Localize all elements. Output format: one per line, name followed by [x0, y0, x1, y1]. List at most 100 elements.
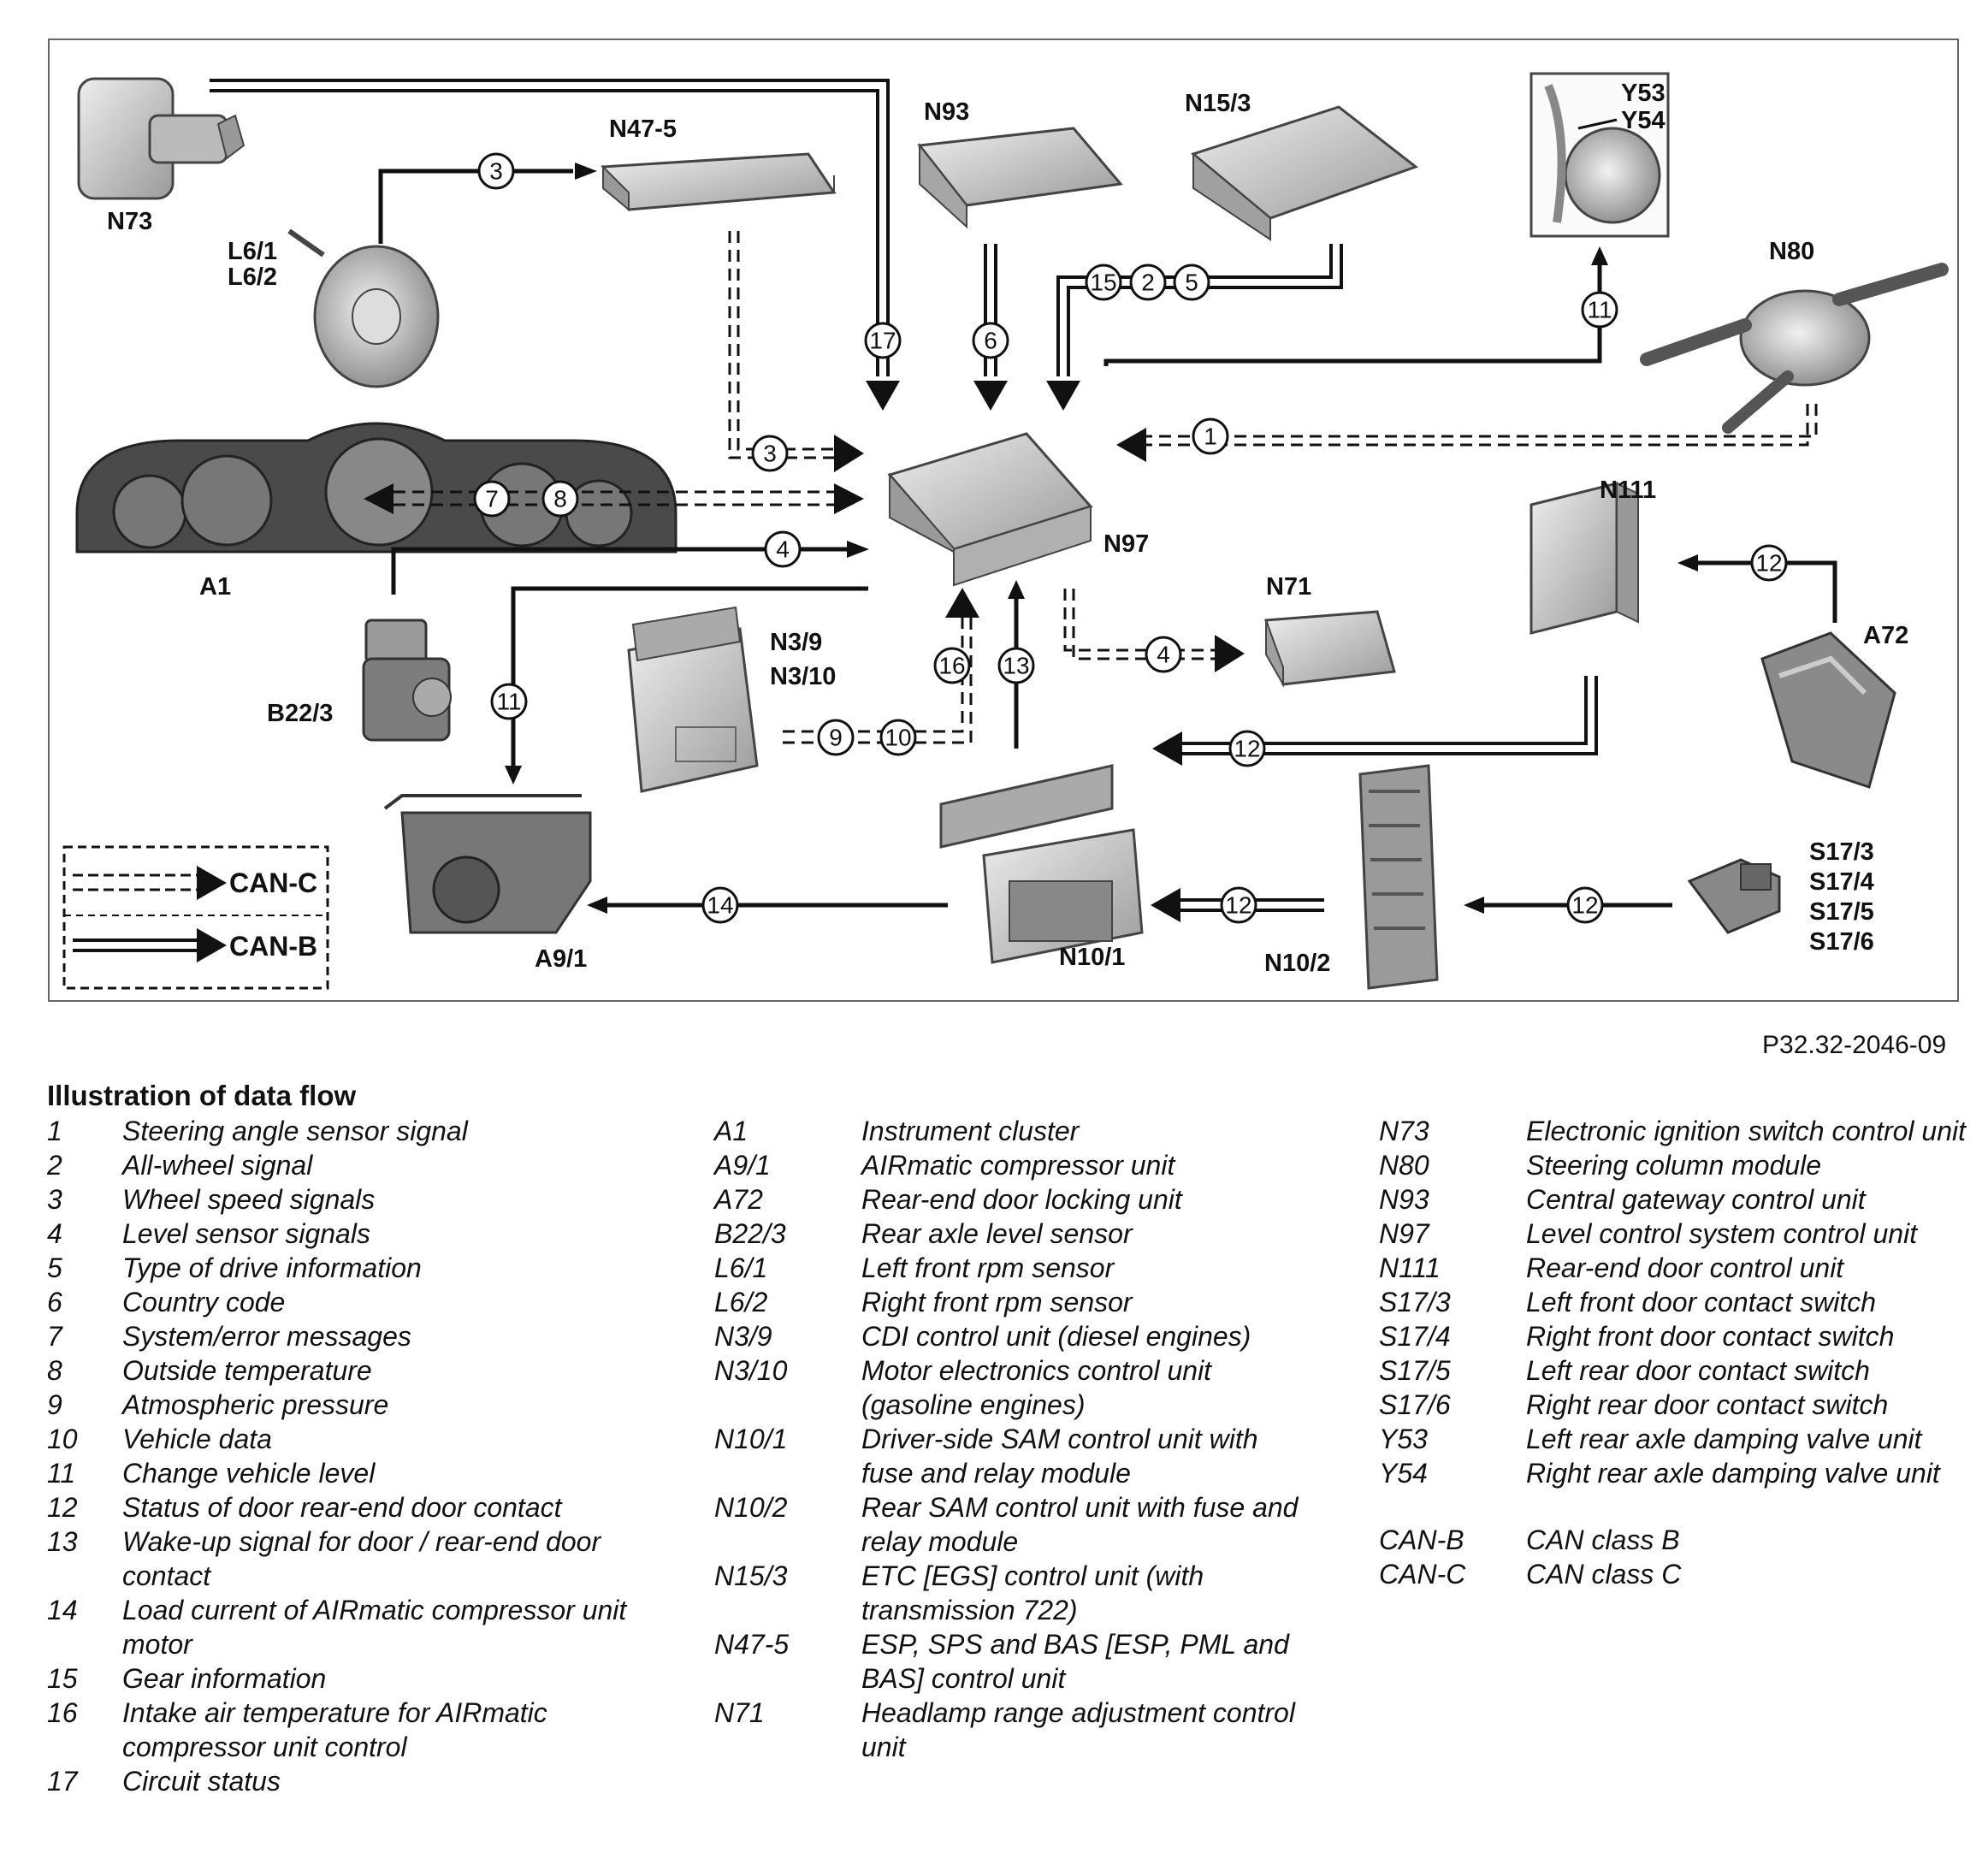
signal-9: 9	[829, 725, 843, 751]
component-legend-row: N71 Headlamp range adjustment control uni…	[714, 1696, 1313, 1764]
label-n71: N71	[1266, 573, 1311, 601]
bus-legend-row-code: CAN-C	[1379, 1559, 1466, 1590]
bus-legend-row-code: CAN-B	[1379, 1525, 1464, 1555]
a72-rear-end-door-locking-unit-drawing	[1760, 631, 1896, 789]
component-legend-row-code: N93	[1379, 1184, 1429, 1215]
label-n10-2: N10/2	[1264, 950, 1330, 977]
component-legend-row-description: Left rear axle damping valve unit	[1526, 1424, 1922, 1454]
signal-15: 15	[1090, 269, 1116, 296]
signal-4-n71: 4	[1157, 642, 1170, 668]
signal-legend-row-description: Level sensor signals	[122, 1218, 370, 1249]
signal-legend-row-description: System/error messages	[122, 1321, 411, 1352]
component-legend-row-code: L6/2	[714, 1287, 768, 1317]
signal-14: 14	[707, 892, 733, 919]
component-legend-row-code: S17/6	[1379, 1389, 1451, 1420]
diagram-frame	[48, 38, 1959, 1002]
signal-11-left: 11	[496, 689, 521, 715]
component-legend-row-code: B22/3	[714, 1218, 786, 1249]
component-legend-row-description: Left front door contact switch	[1526, 1287, 1877, 1317]
caption-title: Illustration of data flow	[47, 1080, 357, 1111]
component-legend-row-description: Headlamp range adjustment control unit	[861, 1697, 1295, 1762]
b22-3-rear-axle-level-sensor-drawing	[362, 619, 452, 742]
n47-5-esp-unit-drawing	[601, 152, 837, 212]
signal-legend-row-description: Circuit status	[122, 1766, 281, 1797]
signal-17: 17	[869, 328, 896, 354]
component-legend-row: N3/9 CDI control unit (diesel engines)	[714, 1319, 1313, 1353]
component-legend-row-code: Y54	[1379, 1458, 1428, 1489]
n10-1-driver-sam-unit-drawing	[939, 764, 1144, 964]
component-legend-row-code: N71	[714, 1697, 765, 1728]
component-legend-row-code: N3/10	[714, 1355, 788, 1386]
component-legend-row-code: N10/2	[714, 1492, 788, 1523]
component-legend-row-code: S17/3	[1379, 1287, 1451, 1317]
component-legend-row-code: N97	[1379, 1218, 1429, 1249]
n10-2-rear-sam-unit-drawing	[1358, 764, 1439, 990]
signal-5: 5	[1185, 269, 1198, 296]
component-legend-row: S17/3 Left front door contact switch	[1379, 1285, 1978, 1319]
signal-legend-row-code: 16	[47, 1697, 78, 1728]
component-legend-row-description: Rear-end door control unit	[1526, 1252, 1844, 1283]
component-legend-row: B22/3 Rear axle level sensor	[714, 1217, 1313, 1251]
component-legend-row-description: Rear-end door locking unit	[861, 1184, 1182, 1215]
legend-can-b: CAN-B	[229, 931, 317, 962]
signal-12-a72: 12	[1755, 550, 1782, 577]
component-legend-row-description: Instrument cluster	[861, 1116, 1080, 1146]
label-s17-4: S17/4	[1809, 868, 1874, 896]
component-legend-row-description: Steering column module	[1526, 1150, 1822, 1181]
arrowheads	[364, 163, 1698, 922]
component-legend-row-description: Rear axle level sensor	[861, 1218, 1133, 1249]
n80-steering-column-module-drawing	[1640, 263, 1949, 434]
signal-legend-row-code: 14	[47, 1595, 78, 1625]
component-legend-row-description: AIRmatic compressor unit	[861, 1150, 1175, 1181]
label-n3-10: N3/10	[770, 663, 836, 690]
component-legend-row-code: A1	[714, 1116, 748, 1146]
n97-level-control-unit-drawing	[887, 432, 1093, 587]
component-legend-row-code: N15/3	[714, 1560, 788, 1591]
n71-headlamp-range-unit-drawing	[1264, 610, 1396, 688]
signal-12-s17: 12	[1571, 892, 1598, 919]
signal-legend-row-code: 6	[47, 1287, 62, 1317]
signal-6: 6	[984, 328, 997, 354]
label-n97: N97	[1103, 530, 1149, 558]
signal-legend-row-code: 10	[47, 1424, 78, 1454]
signal-legend-row-description: Atmospheric pressure	[122, 1389, 389, 1420]
label-n73: N73	[107, 208, 152, 235]
signal-legend-row-description: All-wheel signal	[122, 1150, 313, 1181]
component-legend-row-code: A72	[714, 1184, 763, 1215]
n73-ignition-switch-drawing	[77, 77, 246, 200]
signal-legend-row-description: Intake air temperature for AIRmatic comp…	[122, 1697, 547, 1762]
signal-legend-row-description: Type of drive information	[122, 1252, 422, 1283]
label-a1: A1	[199, 573, 231, 601]
component-legend-row-description: Right rear door contact switch	[1526, 1389, 1889, 1420]
component-legend-row-code: N80	[1379, 1150, 1429, 1181]
signal-12-n10-2: 12	[1225, 892, 1251, 919]
label-y53: Y53	[1621, 80, 1666, 107]
component-legend-row-description: CDI control unit (diesel engines)	[861, 1321, 1251, 1352]
signal-3-left: 3	[763, 441, 777, 467]
component-legend-row-code: N10/1	[714, 1424, 788, 1454]
y53-y54-damping-valve-drawing	[1529, 72, 1670, 238]
signal-legend-row-code: 5	[47, 1252, 62, 1283]
label-n47-5: N47-5	[609, 115, 677, 143]
component-legend-row-code: N3/9	[714, 1321, 772, 1352]
label-n3-9: N3/9	[770, 629, 822, 656]
label-n10-1: N10/1	[1059, 944, 1125, 971]
signal-number-bubbles	[473, 152, 1788, 924]
